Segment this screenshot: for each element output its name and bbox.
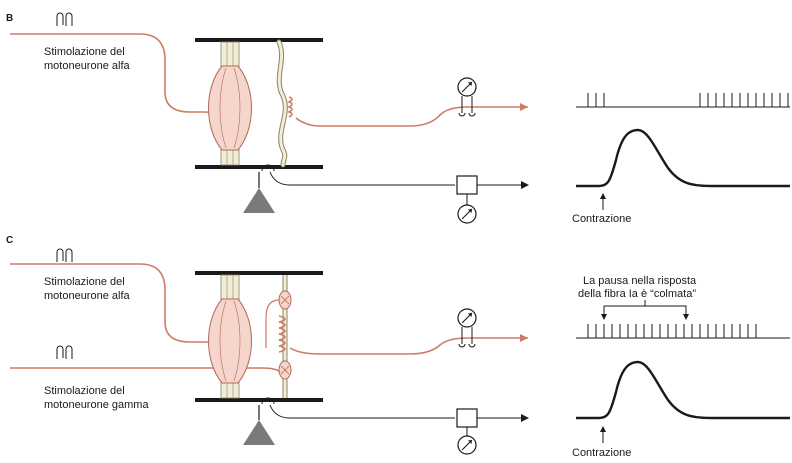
- stim-alpha-label-b-1: Stimolazione del: [44, 46, 125, 58]
- stim-alpha-label-c-2: motoneurone alfa: [44, 290, 130, 302]
- contraction-label-b: Contrazione: [572, 213, 631, 225]
- response-spike-train-c: [587, 324, 757, 338]
- annulospiral-ending: [286, 96, 293, 118]
- pivot-triangle-icon: [243, 420, 275, 445]
- lower-tendon: [220, 380, 240, 399]
- top-frame-bar: [195, 271, 323, 275]
- bottom-frame-bar: [195, 165, 323, 169]
- contraction-trace-b: [576, 128, 790, 188]
- note-bracket: [603, 300, 687, 318]
- lower-tendon: [220, 147, 240, 166]
- stim-gamma-label-2: motoneurone gamma: [44, 399, 149, 411]
- pivot-triangle-icon: [243, 188, 275, 213]
- bottom-frame-bar: [195, 398, 323, 402]
- stim-alpha-label-c-1: Stimolazione del: [44, 276, 125, 288]
- extrafusal-muscle: [208, 298, 252, 384]
- force-transducer-icon: [456, 408, 478, 455]
- annulospiral-ending: [278, 315, 286, 353]
- stimulator-electrode-icon: [56, 12, 73, 26]
- panel-letter-c: C: [6, 235, 13, 246]
- note-line-2: della fibra Ia è “colmata”: [578, 288, 696, 300]
- panel-letter-b: B: [6, 13, 13, 24]
- stimulator-electrode-icon: [56, 248, 73, 262]
- extrafusal-muscle: [208, 65, 252, 151]
- stimulator-electrode-icon: [56, 345, 73, 359]
- contraction-label-c: Contrazione: [572, 447, 631, 459]
- force-transducer-icon: [456, 175, 478, 224]
- note-line-1: La pausa nella risposta: [583, 275, 697, 287]
- gauge-meter-icon: [457, 77, 477, 117]
- ia-afferent-nerve: [289, 337, 528, 355]
- ia-afferent-nerve: [295, 106, 528, 127]
- stim-gamma-label-1: Stimolazione del: [44, 385, 125, 397]
- panel-c: C Stimolazione del motoneurone alfa Stim…: [6, 235, 790, 459]
- gauge-meter-icon: [457, 308, 477, 348]
- contraction-trace-c: [576, 360, 790, 420]
- stim-alpha-label-b-2: motoneurone alfa: [44, 60, 130, 72]
- response-spike-train-b: [587, 93, 789, 107]
- panel-b: B Stimolazione del motoneurone alfa: [6, 12, 790, 225]
- top-frame-bar: [195, 38, 323, 42]
